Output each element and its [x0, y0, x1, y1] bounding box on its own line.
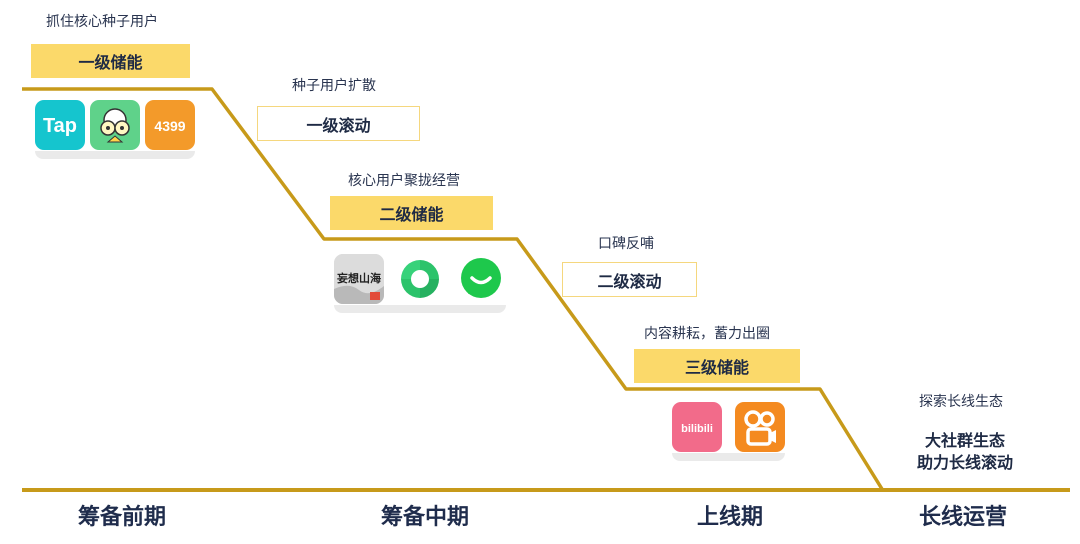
green-chat-app-icon	[456, 254, 506, 304]
green-swirl-app-icon	[395, 254, 445, 304]
stage4-caption: 口碑反哺	[598, 236, 654, 252]
phase-label-1: 筹备前期	[78, 505, 167, 530]
4399-app-icon: 4399	[145, 100, 195, 150]
4399-logo-text: 4399	[154, 118, 185, 134]
stage6-summary: 大社群生态 助力长线滚动	[890, 430, 1040, 474]
phase-label-3: 上线期	[697, 505, 764, 530]
stage4-label: 二级滚动	[562, 262, 697, 297]
taptap-logo-text: Tap	[43, 115, 77, 137]
stage2-label: 一级滚动	[257, 106, 420, 141]
kuaishou-app-icon	[735, 402, 785, 452]
stage5-label: 三级储能	[634, 349, 800, 383]
taptap-app-icon: Tap	[35, 100, 85, 150]
stage3-label: 二级储能	[330, 196, 493, 230]
apps3-reflection	[672, 453, 785, 461]
bilibili-app-icon: bilibili	[672, 402, 722, 452]
stage5-caption: 内容耕耘，蓄力出圈	[644, 326, 770, 342]
stage1-caption: 抓住核心种子用户	[46, 14, 158, 30]
apps2-reflection	[334, 305, 506, 313]
stage6-caption: 探索长线生态	[919, 394, 1003, 410]
stage6-line1: 大社群生态	[924, 431, 1005, 450]
stage1-label: 一级储能	[31, 44, 190, 78]
stage3-caption: 核心用户聚拢经营	[348, 173, 460, 189]
apps1-reflection	[35, 151, 195, 159]
phase-label-4: 长线运营	[919, 505, 1008, 530]
game-app-icon: 妄想山海	[334, 254, 384, 304]
happy-face-app-icon	[90, 100, 140, 150]
stage2-caption: 种子用户扩散	[292, 78, 376, 94]
bilibili-logo-text: bilibili	[681, 423, 713, 435]
phase-label-2: 筹备中期	[381, 505, 470, 530]
stage6-line2: 助力长线滚动	[916, 453, 1013, 472]
game-logo-text: 妄想山海	[337, 271, 381, 285]
